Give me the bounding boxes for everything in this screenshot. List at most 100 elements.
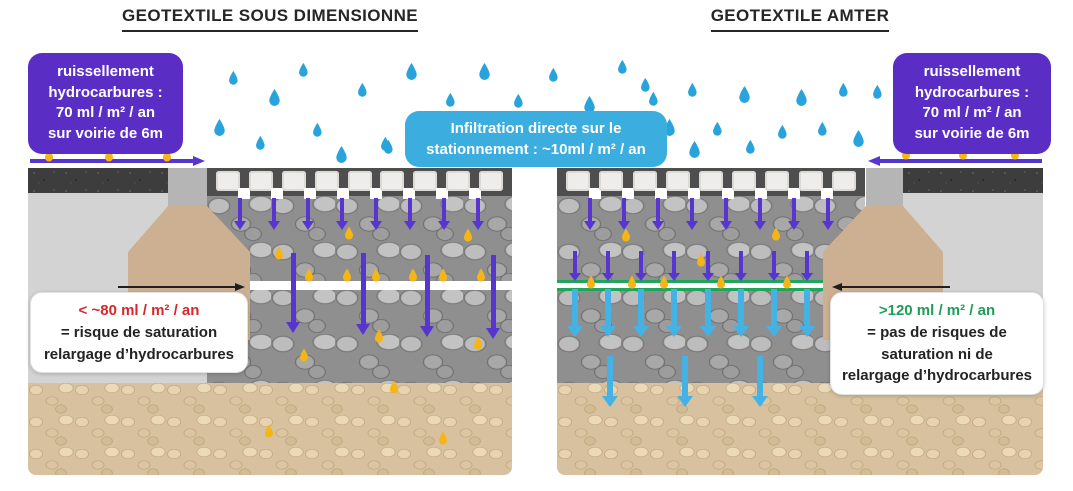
leak-arrow-purple [419, 255, 435, 337]
paver-joint-tab [369, 188, 382, 199]
oil-droplet-icon [783, 275, 791, 289]
retained-arrow-purple [768, 251, 780, 281]
infiltration-arrow-purple [471, 198, 485, 230]
raindrop-icon [336, 146, 347, 163]
paver-joint-tab [238, 188, 251, 199]
raindrop-icon [713, 121, 722, 136]
raindrop-icon [214, 119, 225, 136]
title-left: GEOTEXTILE SOUS DIMENSIONNE [28, 6, 512, 32]
raindrop-icon [641, 77, 650, 92]
paver-joint-tab [435, 188, 448, 199]
leak-arrow-purple [485, 255, 501, 339]
oil-droplet-icon [717, 275, 725, 289]
infiltration-arrow-purple [583, 198, 597, 230]
raindrop-icon [796, 89, 807, 106]
infiltration-arrow-purple [753, 198, 767, 230]
clean-water-arrow-blue [700, 289, 716, 337]
raindrop-icon [688, 82, 697, 97]
raindrop-icon [514, 93, 523, 108]
paver-block [732, 171, 757, 191]
raindrop-icon [406, 63, 417, 80]
raindrop-icon [229, 70, 238, 85]
lateral-flow-arrow-right [832, 282, 950, 292]
infiltration-arrow-purple [301, 198, 315, 230]
infiltration-arrow-purple [821, 198, 835, 230]
raindrop-icon [818, 121, 827, 136]
raindrop-icon [746, 139, 755, 154]
paver-block [798, 171, 823, 191]
raindrop-icon [618, 59, 627, 74]
clean-water-arrow-blue [602, 356, 618, 407]
clean-water-arrow-blue [633, 289, 649, 337]
infiltration-arrow-purple [369, 198, 383, 230]
raindrop-icon [358, 82, 367, 97]
lateral-flow-arrow-left [118, 282, 245, 292]
raindrop-icon [873, 84, 882, 99]
oil-droplet-icon [163, 148, 171, 162]
paver-block [215, 171, 240, 191]
paver-block [831, 171, 856, 191]
oil-droplet-icon [464, 228, 472, 242]
retained-arrow-purple [569, 251, 581, 281]
retained-arrow-purple [635, 251, 647, 281]
result-right-value: >120 ml / m² / an [878, 302, 996, 319]
paver-joint-tab [721, 188, 734, 199]
oil-droplet-icon [697, 253, 705, 267]
oil-droplet-icon [439, 268, 447, 282]
clean-water-arrow-blue [766, 289, 782, 337]
clean-water-arrow-blue [600, 289, 616, 337]
raindrop-icon [584, 96, 595, 113]
paver-block [479, 171, 504, 191]
title-right: GEOTEXTILE AMTER [557, 6, 1043, 32]
raindrop-icon [384, 139, 393, 154]
oil-droplet-icon [345, 226, 353, 240]
paver-block [446, 171, 471, 191]
oil-droplet-icon [105, 148, 113, 162]
paver-joint-tab [304, 188, 317, 199]
oil-droplet-icon [772, 227, 780, 241]
paver-joint-tab [821, 188, 834, 199]
oil-droplet-icon [275, 246, 283, 260]
paver-joint-tab [622, 188, 634, 199]
infiltration-arrow-purple [403, 198, 417, 230]
runoff-arrow-right [868, 155, 1042, 167]
geotextile-amter-layer [557, 280, 823, 291]
paver-block [380, 171, 405, 191]
clean-water-arrow-blue [567, 289, 583, 337]
retained-arrow-purple [702, 251, 714, 281]
leak-arrow-purple [355, 253, 371, 335]
infiltration-arrow-purple [335, 198, 349, 230]
oil-droplet-icon [474, 336, 482, 350]
raindrop-icon [313, 122, 322, 137]
result-left-value: < ~80 ml / m² / an [78, 302, 200, 319]
paver-joint-tab [655, 188, 668, 199]
oil-droplet-icon [305, 268, 313, 282]
paver-joint-tab [788, 188, 800, 199]
oil-droplet-icon [628, 275, 636, 289]
paver-block [281, 171, 306, 191]
paver-block [413, 171, 438, 191]
infiltration-arrow-purple [267, 198, 281, 230]
infiltration-arrow-purple [617, 198, 631, 230]
title-right-text: GEOTEXTILE AMTER [710, 6, 890, 32]
raindrop-icon [299, 62, 308, 77]
paver-joint-tab [754, 188, 767, 199]
oil-droplet-icon [45, 148, 53, 162]
clean-water-arrow-blue [677, 356, 693, 407]
oil-droplet-icon [660, 275, 668, 289]
raindrop-icon [446, 92, 455, 107]
paver-block [347, 171, 372, 191]
raindrop-icon [479, 63, 490, 80]
result-box-undersized: < ~80 ml / m² / an = risque de saturatio… [30, 292, 248, 374]
raindrop-icon [549, 67, 558, 82]
runoff-arrow-left [30, 155, 205, 167]
raindrop-icon [256, 135, 265, 150]
infiltration-arrow-purple [437, 198, 451, 230]
title-left-text: GEOTEXTILE SOUS DIMENSIONNE [121, 6, 419, 32]
oil-droplet-icon [390, 380, 398, 394]
